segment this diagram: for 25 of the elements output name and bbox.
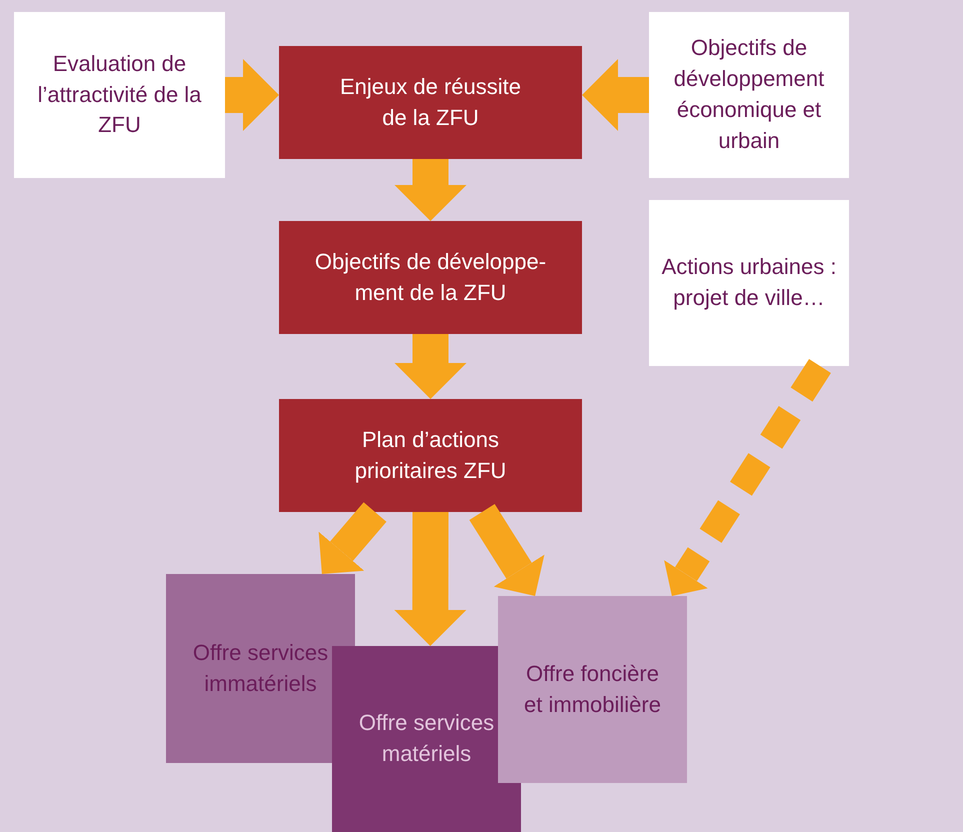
block-arrow [582, 59, 649, 132]
box-label: Plan d’actions prioritaires ZFU [354, 426, 508, 485]
process-box [279, 221, 582, 334]
box-label: Offre foncière et immobilière [523, 660, 662, 718]
box-label: Objectifs de développement économique et urbain [672, 34, 826, 155]
text-box [649, 12, 849, 178]
process-box [279, 46, 582, 159]
block-arrow [469, 504, 544, 596]
block-arrow [664, 358, 831, 596]
box-label: Objectifs de développe- ment de la ZFU [314, 248, 548, 306]
box-label: Offre services matériels [358, 709, 496, 768]
process-box [279, 399, 582, 512]
block-arrow [225, 59, 279, 132]
text-box [649, 200, 849, 366]
offer-box [332, 646, 521, 832]
block-arrow [318, 502, 386, 574]
box-label: Offre services immatériels [192, 638, 330, 698]
offer-box [166, 574, 355, 763]
offer-box [498, 596, 687, 783]
box-label: Enjeux de réussite de la ZFU [339, 72, 522, 132]
text-box [14, 12, 225, 178]
block-arrow [394, 159, 466, 221]
box-label: Evaluation de l’attractivité de la ZFU [36, 50, 202, 140]
box-label: Actions urbaines : projet de ville… [661, 253, 837, 312]
block-arrow [394, 334, 466, 399]
